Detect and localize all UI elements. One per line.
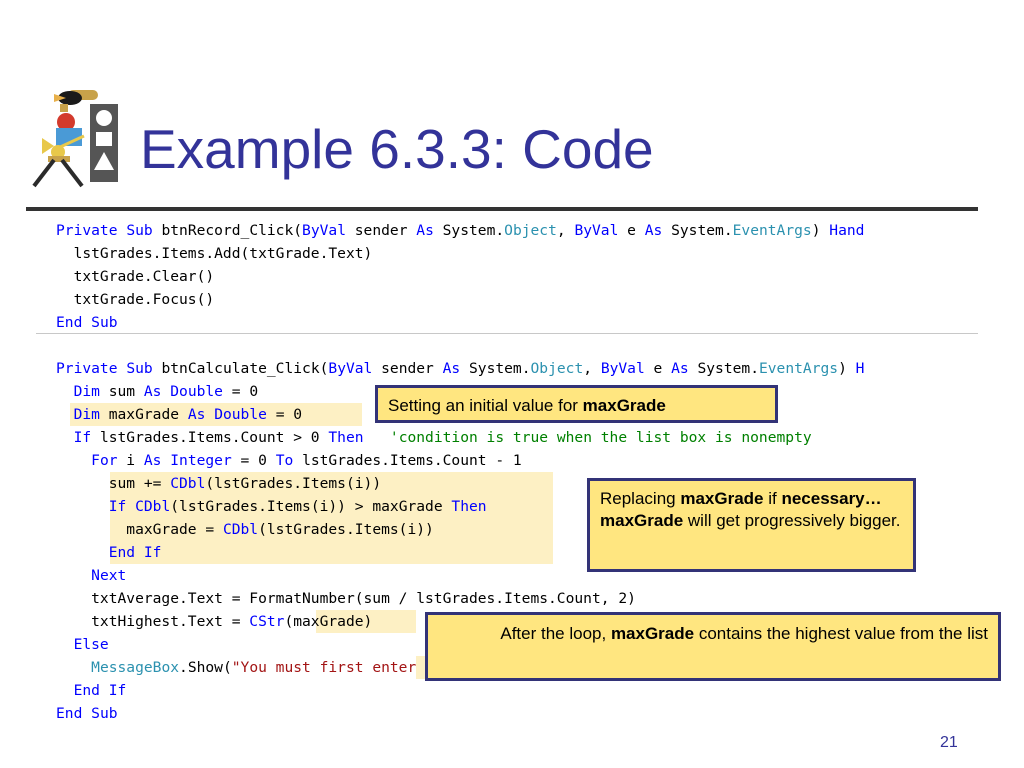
code-line: Private Sub btnCalculate_Click(ByVal sen…	[56, 360, 865, 377]
code-line: txtGrade.Focus()	[56, 291, 215, 308]
people-shapes-logo-icon	[24, 88, 120, 188]
code-line: txtHighest.Text = CStr(maxGrade)	[56, 613, 373, 630]
code-separator	[36, 333, 978, 334]
callout-replacing: Replacing maxGrade if necessary…maxGrade…	[587, 478, 916, 572]
code-line: maxGrade = CDbl(lstGrades.Items(i))	[56, 521, 434, 538]
code-line: If lstGrades.Items.Count > 0 Then 'condi…	[73, 429, 812, 446]
code-line: End Sub	[56, 314, 118, 331]
callout-initial-value: Setting an initial value for maxGrade	[375, 385, 778, 423]
code-line: Dim maxGrade As Double = 0	[73, 406, 303, 423]
code-line: txtAverage.Text = FormatNumber(sum / lst…	[56, 590, 636, 607]
title-divider	[26, 207, 978, 211]
highlight-loop-body	[110, 472, 553, 564]
page-number: 21	[940, 734, 958, 751]
code-line: End If	[108, 544, 162, 561]
code-line: End If	[73, 682, 127, 699]
callout-after-loop: After the loop, maxGrade contains the hi…	[425, 612, 1001, 681]
code-line: Next	[91, 567, 127, 584]
code-line: Private Sub btnRecord_Click(ByVal sender…	[56, 222, 865, 239]
code-line: For i As Integer = 0 To lstGrades.Items.…	[91, 452, 522, 469]
code-line: Dim sum As Double = 0	[73, 383, 259, 400]
slide-title: Example 6.3.3: Code	[140, 118, 654, 180]
code-line: lstGrades.Items.Add(txtGrade.Text)	[56, 245, 373, 262]
code-line: If CDbl(lstGrades.Items(i)) > maxGrade T…	[108, 498, 487, 515]
code-line: sum += CDbl(lstGrades.Items(i))	[56, 475, 382, 492]
code-line: End Sub	[56, 705, 118, 722]
highlight-maxgrade-init	[70, 403, 362, 426]
highlight-cstr-maxgrade	[316, 610, 416, 633]
code-line: txtGrade.Clear()	[56, 268, 215, 285]
code-line: Else	[73, 636, 109, 653]
